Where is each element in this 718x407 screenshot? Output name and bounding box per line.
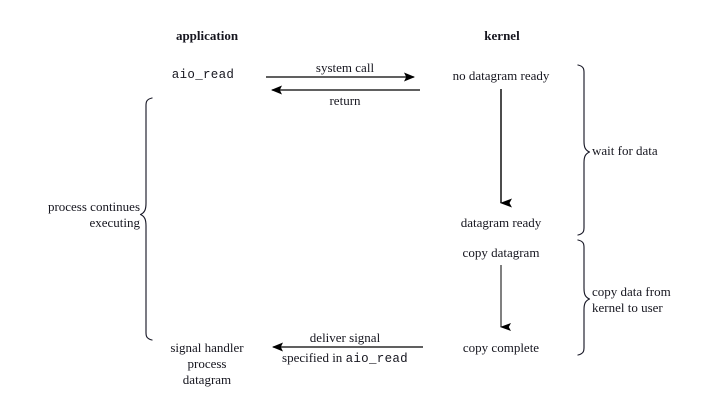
- arrow-label-aio-read-code: aio_read: [345, 352, 408, 366]
- column-heading-application: application: [175, 28, 239, 43]
- kernel-brace-label-copy-data: copy data from kernel to user: [592, 284, 671, 315]
- arrow-label-specified-in-text: specified in: [282, 350, 346, 365]
- application-brace-label: process continues executing: [47, 199, 140, 230]
- arrow-label-system-call: system call: [315, 60, 375, 75]
- brace-process-continues-executing: [139, 97, 153, 341]
- kernel-state-copy-datagram: copy datagram: [462, 245, 540, 260]
- arrow-label-deliver-signal: deliver signal: [309, 330, 381, 345]
- kernel-state-no-datagram-ready: no datagram ready: [452, 68, 550, 83]
- application-signal-handler-label: signal handler process datagram: [170, 340, 244, 387]
- kernel-brace-label-wait-for-data: wait for data: [592, 143, 658, 158]
- brace-wait-for-data: [577, 64, 591, 236]
- arrow-label-return: return: [329, 93, 361, 108]
- kernel-state-copy-complete: copy complete: [462, 340, 540, 355]
- application-call-label: aio_read: [171, 68, 235, 82]
- arrow-label-specified-in: specified in aio_read: [282, 350, 408, 367]
- kernel-state-datagram-ready: datagram ready: [460, 215, 542, 230]
- column-heading-kernel: kernel: [484, 28, 520, 43]
- brace-copy-data-from-kernel-to-user: [577, 239, 591, 356]
